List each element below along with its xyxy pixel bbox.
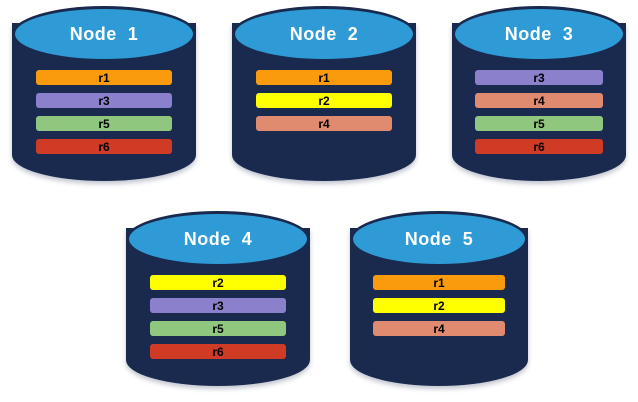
record-list: r2 r3 r5 r6	[126, 275, 310, 359]
record-bar: r4	[373, 321, 505, 336]
record-bar: r2	[149, 275, 287, 290]
node-cylinder-top	[452, 6, 626, 62]
record-bar: r3	[149, 298, 287, 313]
node-cylinder-top	[126, 211, 310, 267]
node-label: Node 5	[404, 228, 474, 249]
node-cylinder-top	[232, 6, 416, 62]
node-cylinder-top	[12, 6, 196, 62]
database-node-3: Node 3 r3 r4 r5 r6	[452, 6, 626, 181]
record-bar: r5	[474, 116, 604, 131]
record-bar: r6	[149, 344, 287, 359]
record-bar: r5	[149, 321, 287, 336]
record-bar: r2	[255, 93, 393, 108]
record-bar: r3	[35, 93, 173, 108]
database-node-2: Node 2 r1 r2 r4	[232, 6, 416, 181]
node-label: Node 3	[504, 23, 574, 44]
record-bar: r2	[373, 298, 505, 313]
record-bar: r3	[474, 70, 604, 85]
record-list: r3 r4 r5 r6	[452, 70, 626, 154]
database-node-1: Node 1 r1 r3 r5 r6	[12, 6, 196, 181]
node-label: Node 4	[183, 228, 253, 249]
record-bar: r1	[373, 275, 505, 290]
node-label: Node 1	[69, 23, 139, 44]
record-list: r1 r3 r5 r6	[12, 70, 196, 154]
record-bar: r6	[35, 139, 173, 154]
record-bar: r1	[35, 70, 173, 85]
record-list: r1 r2 r4	[232, 70, 416, 131]
record-bar: r4	[255, 116, 393, 131]
node-label: Node 2	[289, 23, 359, 44]
record-bar: r1	[255, 70, 393, 85]
database-node-4: Node 4 r2 r3 r5 r6	[126, 211, 310, 386]
database-node-5: Node 5 r1 r2 r4	[350, 211, 528, 386]
node-cylinder-top	[350, 211, 528, 267]
record-bar: r5	[35, 116, 173, 131]
record-bar: r4	[474, 93, 604, 108]
record-list: r1 r2 r4	[350, 275, 528, 336]
record-bar: r6	[474, 139, 604, 154]
